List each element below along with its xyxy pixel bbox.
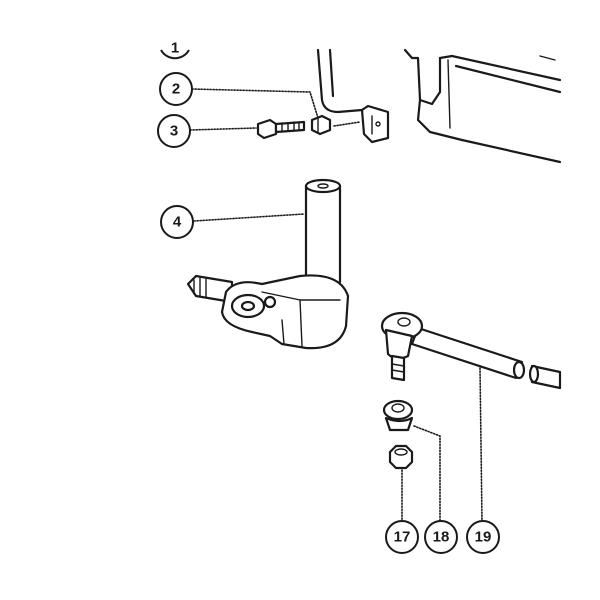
callout-18-label: 18 <box>433 529 450 546</box>
part-2-nut <box>310 114 332 136</box>
callout-1: 1 <box>160 40 190 60</box>
assembly-line <box>333 121 361 127</box>
part-4-spindle <box>186 178 350 350</box>
callout-17-label: 17 <box>394 529 411 546</box>
callout-3-label: 3 <box>170 123 178 140</box>
callout-18: 18 <box>424 520 458 554</box>
leader-lines <box>189 88 483 522</box>
callout-1-label: 1 <box>171 40 179 57</box>
part-17-nut <box>388 444 414 470</box>
callout-17: 17 <box>385 520 419 554</box>
callout-19-label: 19 <box>475 529 492 546</box>
callout-4-label: 4 <box>173 214 182 231</box>
callout-19: 19 <box>466 520 500 554</box>
frame-structure <box>316 48 562 164</box>
callout-3: 3 <box>157 114 191 148</box>
callout-4: 4 <box>160 205 194 239</box>
callout-2: 2 <box>159 72 193 106</box>
part-3-bolt <box>256 118 306 140</box>
callout-2-label: 2 <box>172 81 180 98</box>
part-18-washer <box>382 399 414 432</box>
part-19-tie-rod <box>380 311 562 390</box>
